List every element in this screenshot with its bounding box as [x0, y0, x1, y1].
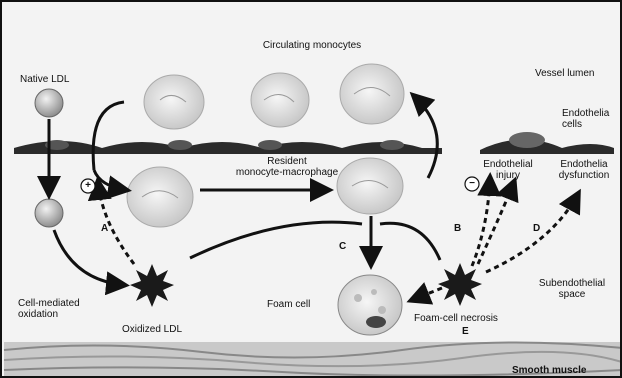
macrophage-egress-arrow	[414, 96, 437, 178]
label-endothelial-injury: Endothelial injury	[472, 159, 544, 181]
label-plus-sign: +	[81, 180, 95, 191]
monocyte-recruitment-arrow-upper	[93, 102, 124, 170]
ldl-particle-subendothelial	[35, 199, 63, 227]
label-pathway-c: C	[339, 241, 346, 252]
oxidation-arrow	[54, 230, 124, 285]
necrotic-foam-cell	[438, 263, 482, 306]
endothelial-nucleus	[168, 140, 192, 150]
pathway-d-arrow	[486, 194, 578, 272]
label-endothelial-cells: Endothelia cells	[562, 108, 609, 130]
label-oxidized-ldl: Oxidized LDL	[102, 324, 202, 335]
label-foam-cell: Foam cell	[267, 299, 310, 310]
label-circulating-monocytes: Circulating monocytes	[222, 40, 402, 51]
endothelium	[14, 132, 614, 154]
injured-endothelium	[480, 139, 614, 154]
circulating-monocyte	[144, 75, 204, 129]
label-foam-cell-necrosis: Foam-cell necrosis	[414, 313, 498, 324]
endothelial-nucleus	[380, 140, 404, 150]
label-pathway-a: A	[101, 223, 108, 234]
label-endothelial-dysfunction: Endothelia dysfunction	[548, 159, 620, 181]
endothelial-nucleus	[258, 140, 282, 150]
label-minus-sign: −	[465, 178, 479, 189]
label-cell-mediated-oxidation: Cell-mediated oxidation	[18, 298, 80, 320]
pathway-e-arrow	[412, 288, 442, 300]
native-ldl-particle	[35, 89, 63, 117]
pathway-c-arrow-right	[380, 223, 440, 260]
label-native-ldl: Native LDL	[20, 74, 69, 85]
oxidized-ldl-particle	[130, 264, 174, 307]
endothelial-injury-arrow	[478, 182, 514, 264]
pathway-b-arrow	[472, 178, 490, 266]
foam-cell	[338, 275, 402, 335]
resident-macrophage	[127, 167, 193, 227]
endothelial-nucleus	[509, 132, 545, 148]
label-pathway-e: E	[462, 326, 469, 337]
pathway-c-arrow-left	[190, 222, 362, 258]
label-pathway-b: B	[454, 223, 461, 234]
circulating-monocyte	[340, 64, 404, 124]
circulating-monocyte	[251, 73, 309, 127]
label-vessel-lumen: Vessel lumen	[535, 68, 594, 79]
label-resident-macrophage: Resident monocyte-macrophage	[227, 156, 347, 178]
label-smooth-muscle: Smooth muscle	[512, 365, 586, 376]
label-pathway-d: D	[533, 223, 540, 234]
label-subendothelial-space: Subendothelial space	[524, 278, 620, 300]
